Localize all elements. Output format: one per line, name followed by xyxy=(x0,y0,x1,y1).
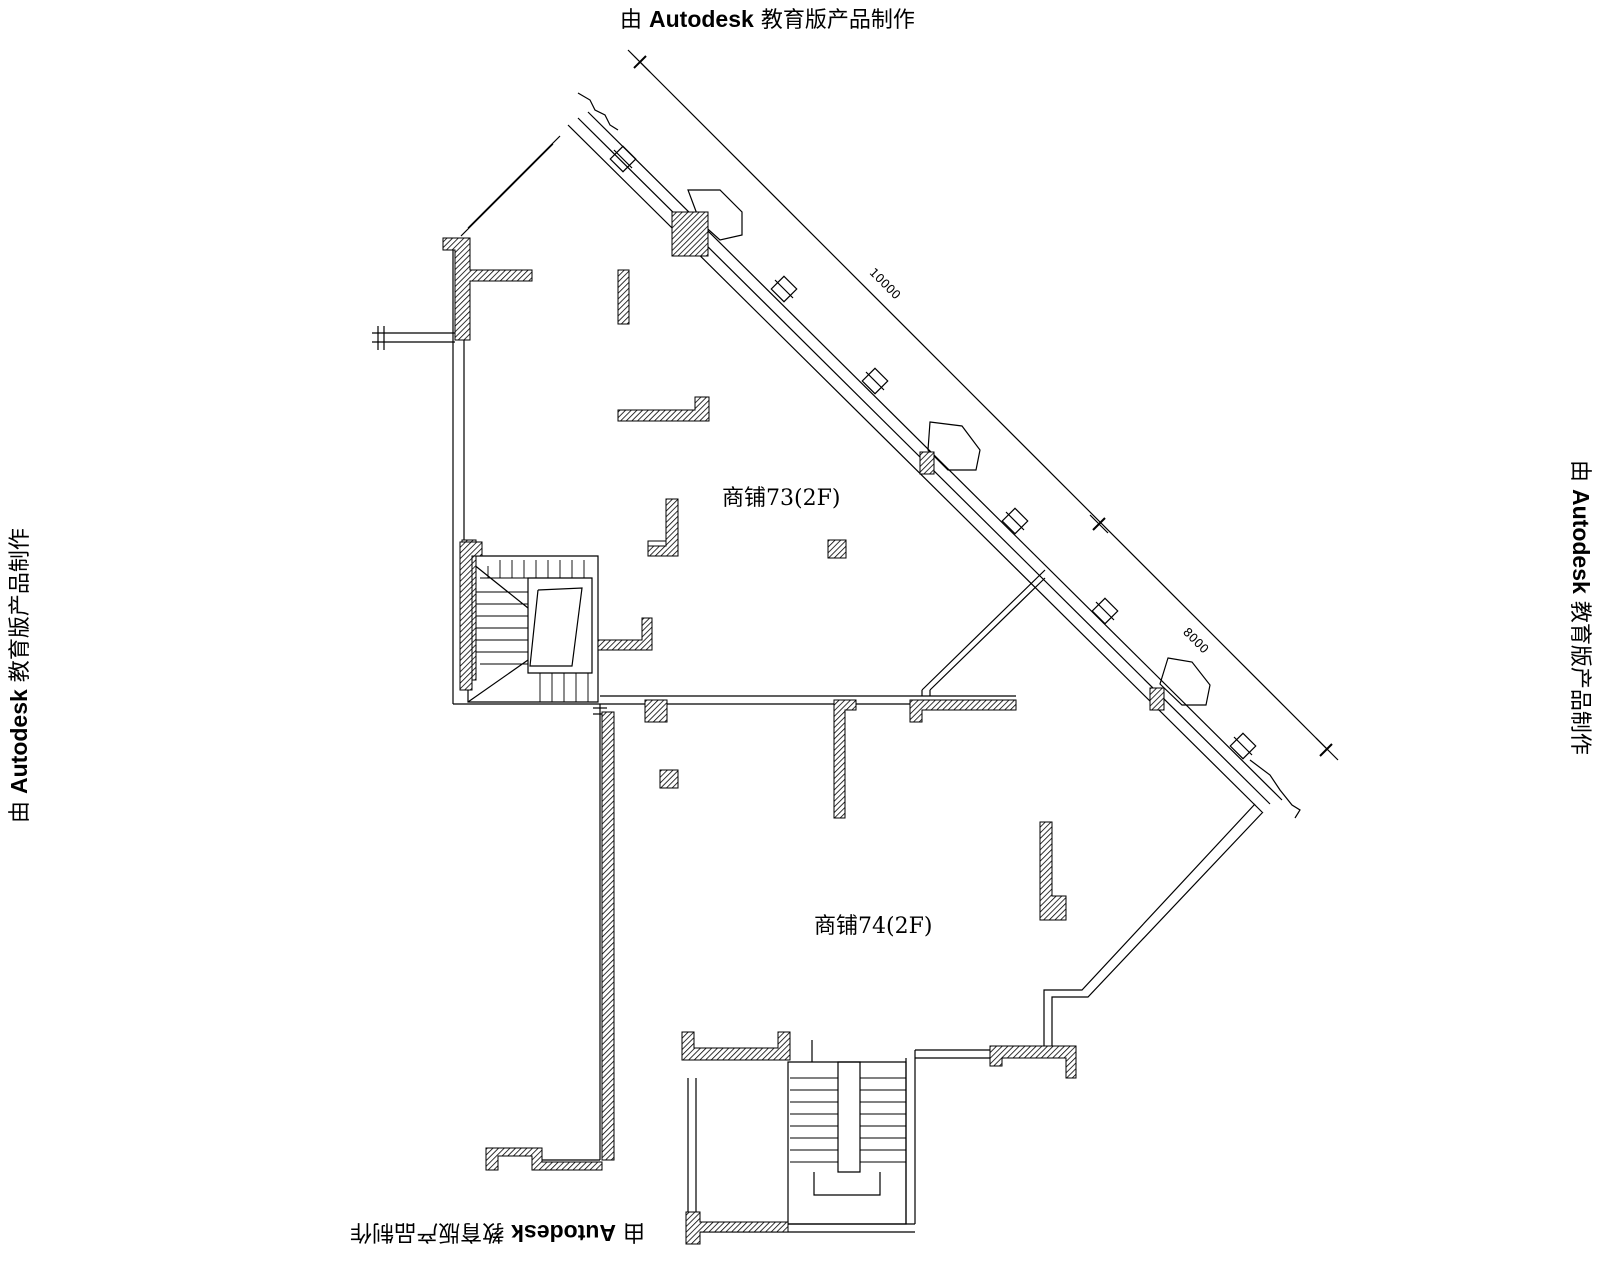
room-label-shop-73: 商铺73(2F) xyxy=(722,486,840,511)
watermark-prefix: 由 xyxy=(620,8,643,33)
watermark-brand: Autodesk xyxy=(649,6,754,32)
watermark-suffix: 教育版产品制作 xyxy=(760,8,915,33)
stair-west xyxy=(468,556,598,702)
window-markers xyxy=(610,146,1255,758)
hatched-columns xyxy=(443,212,1164,1244)
dimension-label-10000: 10000 xyxy=(867,265,904,302)
watermark-top: 由 Autodesk 教育版产品制作 xyxy=(620,2,915,34)
room-label-shop-74: 商铺74(2F) xyxy=(814,914,932,939)
shop-74-walls xyxy=(532,704,1263,1232)
shop-73-walls xyxy=(372,136,1045,704)
stair-south xyxy=(788,1062,906,1224)
dimension-line xyxy=(628,50,1338,760)
